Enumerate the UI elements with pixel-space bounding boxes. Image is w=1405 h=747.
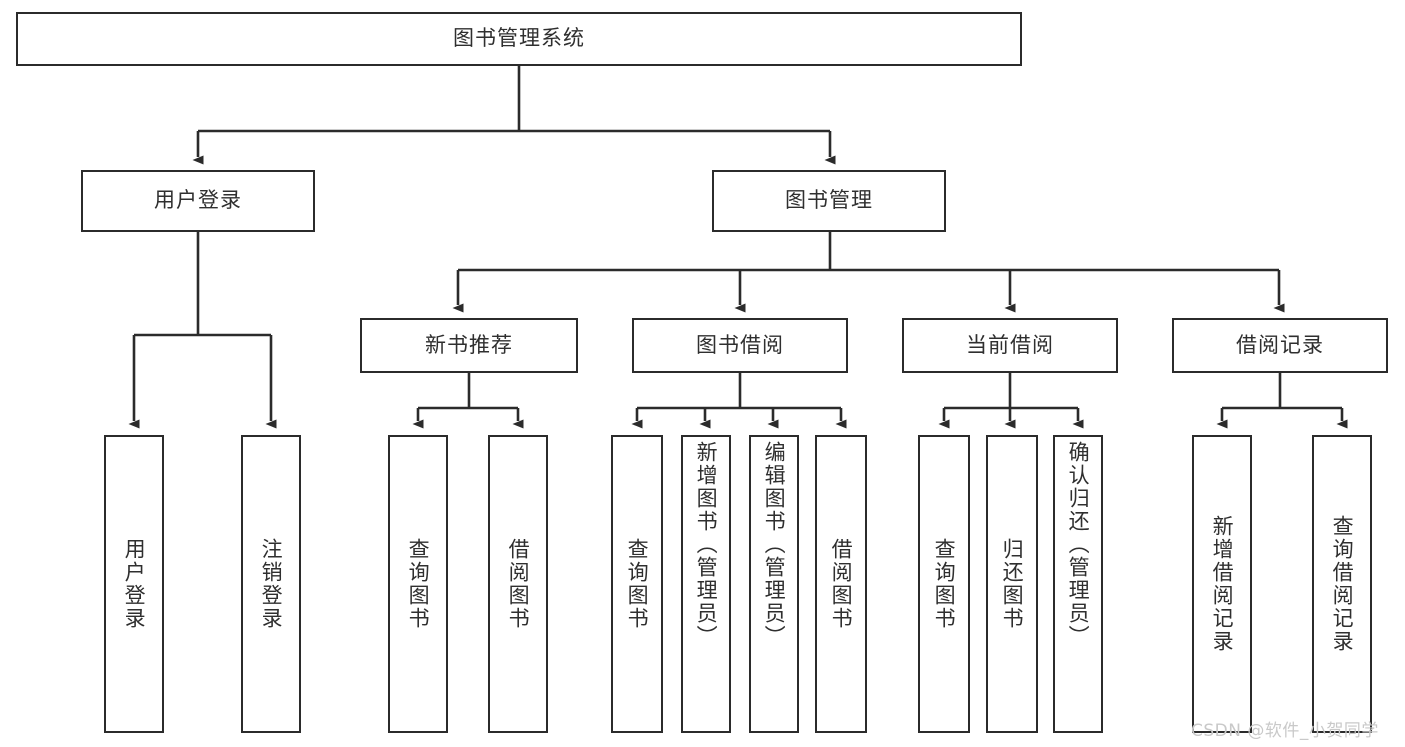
- node-current-borrow[interactable]: 当前借阅: [902, 318, 1118, 373]
- node-root-system[interactable]: 图书管理系统: [16, 12, 1022, 66]
- leaf-label: 确认归还（管理员）: [1066, 441, 1091, 648]
- leaf-label: 编辑图书（管理员）: [762, 441, 787, 648]
- leaf-add-borrow-record[interactable]: 新增借阅记录: [1192, 435, 1252, 733]
- leaf-label: 用户登录: [122, 538, 147, 630]
- leaf-label: 查询图书: [406, 538, 431, 630]
- leaf-borrow-books-newbook[interactable]: 借阅图书: [488, 435, 548, 733]
- leaf-label: 归还图书: [1000, 538, 1025, 630]
- leaf-add-book-admin[interactable]: 新增图书（管理员）: [681, 435, 731, 733]
- node-label: 图书管理: [785, 188, 873, 213]
- node-borrow-record[interactable]: 借阅记录: [1172, 318, 1388, 373]
- csdn-watermark: CSDN @软件_小贺同学: [1191, 721, 1379, 741]
- leaf-label: 查询图书: [932, 538, 957, 630]
- leaf-label: 查询图书: [625, 538, 650, 630]
- leaf-label: 新增图书（管理员）: [694, 441, 719, 648]
- leaf-user-login[interactable]: 用户登录: [104, 435, 164, 733]
- node-label: 当前借阅: [966, 332, 1054, 357]
- leaf-label: 新增借阅记录: [1210, 515, 1235, 653]
- leaf-return-books[interactable]: 归还图书: [986, 435, 1038, 733]
- node-new-book-recommend[interactable]: 新书推荐: [360, 318, 578, 373]
- leaf-label: 注销登录: [259, 538, 284, 630]
- leaf-query-books-borrow[interactable]: 查询图书: [611, 435, 663, 733]
- node-label: 图书借阅: [696, 332, 784, 357]
- node-book-borrow[interactable]: 图书借阅: [632, 318, 848, 373]
- node-book-management[interactable]: 图书管理: [712, 170, 946, 232]
- node-user-login[interactable]: 用户登录: [81, 170, 315, 232]
- leaf-query-borrow-record[interactable]: 查询借阅记录: [1312, 435, 1372, 733]
- node-label: 借阅记录: [1236, 332, 1324, 357]
- leaf-query-books-newbook[interactable]: 查询图书: [388, 435, 448, 733]
- leaf-confirm-return-admin[interactable]: 确认归还（管理员）: [1053, 435, 1103, 733]
- leaf-label: 借阅图书: [829, 538, 854, 630]
- node-label: 新书推荐: [425, 332, 513, 357]
- leaf-borrow-books-borrow[interactable]: 借阅图书: [815, 435, 867, 733]
- leaf-label: 查询借阅记录: [1330, 515, 1355, 653]
- node-label: 用户登录: [154, 188, 242, 213]
- leaf-label: 借阅图书: [506, 538, 531, 630]
- leaf-query-books-current[interactable]: 查询图书: [918, 435, 970, 733]
- leaf-edit-book-admin[interactable]: 编辑图书（管理员）: [749, 435, 799, 733]
- node-label: 图书管理系统: [453, 26, 585, 51]
- leaf-logout[interactable]: 注销登录: [241, 435, 301, 733]
